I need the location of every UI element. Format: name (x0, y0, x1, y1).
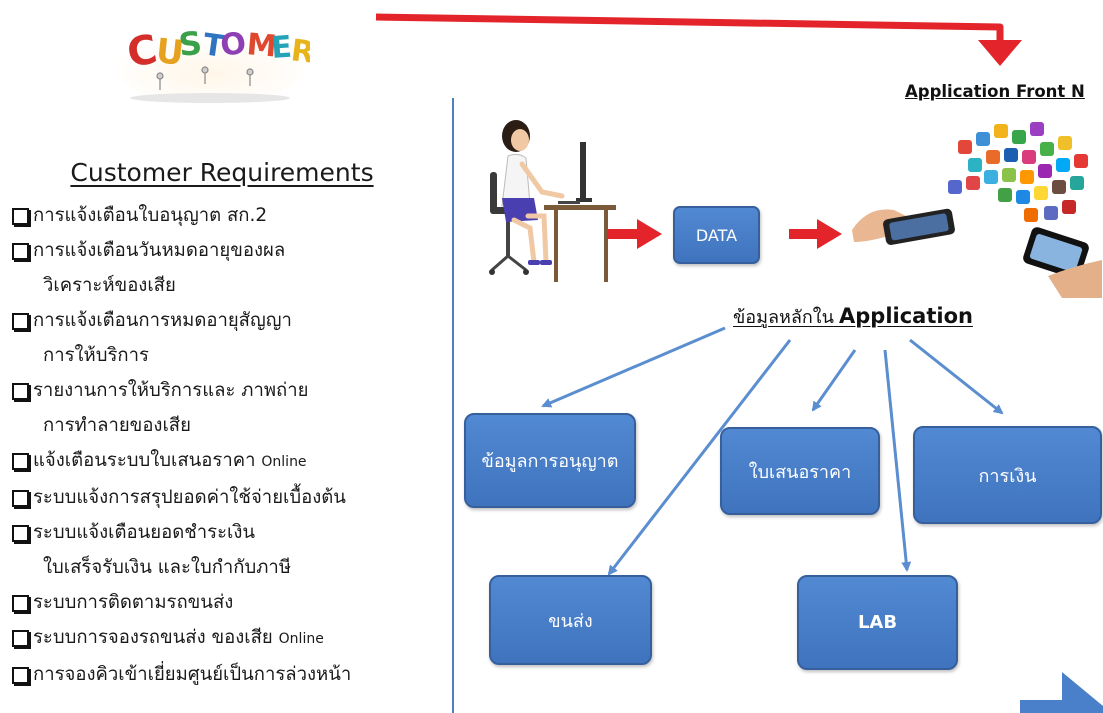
checkbox-icon (12, 630, 29, 647)
list-item: การจองคิวเข้าเยี่ยมศูนย์เป็นการล่วงหน้า (12, 657, 432, 692)
requirements-list: การแจ้งเตือนใบอนุญาต สก.2 การแจ้งเตือนวั… (12, 198, 432, 692)
checkbox-icon (12, 243, 29, 260)
checkbox-icon (12, 313, 29, 330)
list-item: แจ้งเตือนระบบใบเสนอราคา Online (12, 443, 432, 480)
list-item: การแจ้งเตือนการหมดอายุสัญญา การให้บริการ (12, 303, 432, 373)
transport-node: ขนส่ง (489, 575, 652, 665)
list-item: รายงานการให้บริการและ ภาพถ่าย การทำลายขอ… (12, 373, 432, 443)
main-data-label: ข้อมูลหลักใน Application (733, 304, 973, 328)
checkbox-icon (12, 667, 29, 684)
requirements-title: Customer Requirements (70, 158, 374, 187)
svg-text:E: E (270, 30, 293, 66)
list-item: การแจ้งเตือนวันหมดอายุของผล วิเคราะห์ของ… (12, 233, 432, 303)
svg-text:O: O (218, 26, 248, 64)
quotation-node: ใบเสนอราคา (720, 427, 880, 515)
list-item: ระบบการจองรถขนส่ง ของเสีย Online (12, 620, 432, 657)
checkbox-icon (12, 208, 29, 225)
data-node: DATA (673, 206, 760, 264)
lab-node: LAB (797, 575, 958, 670)
checkbox-icon (12, 525, 29, 542)
checkbox-icon (12, 595, 29, 612)
checkbox-icon (12, 453, 29, 470)
license-info-node: ข้อมูลการอนุญาต (464, 413, 636, 508)
list-item: การแจ้งเตือนใบอนุญาต สก.2 (12, 198, 432, 233)
smartphone-apps-icon (852, 122, 1102, 298)
svg-text:U: U (154, 31, 186, 74)
application-front-label: Application Front N (905, 82, 1085, 101)
customer-logo: C U S T O M E R (115, 24, 310, 104)
svg-text:R: R (289, 33, 310, 71)
finance-node: การเงิน (913, 426, 1102, 524)
list-item: ระบบแจ้งเตือนยอดชำระเงิน ใบเสร็จรับเงิน … (12, 515, 432, 585)
list-item: ระบบการติดตามรถขนส่ง (12, 585, 432, 620)
checkbox-icon (12, 490, 29, 507)
person-at-desk-icon (489, 120, 616, 282)
checkbox-icon (12, 383, 29, 400)
svg-text:S: S (177, 24, 204, 64)
svg-text:M: M (245, 27, 278, 64)
vertical-divider (452, 98, 454, 713)
list-item: ระบบแจ้งการสรุปยอดค่าใช้จ่ายเบื้องต้น (12, 480, 432, 515)
